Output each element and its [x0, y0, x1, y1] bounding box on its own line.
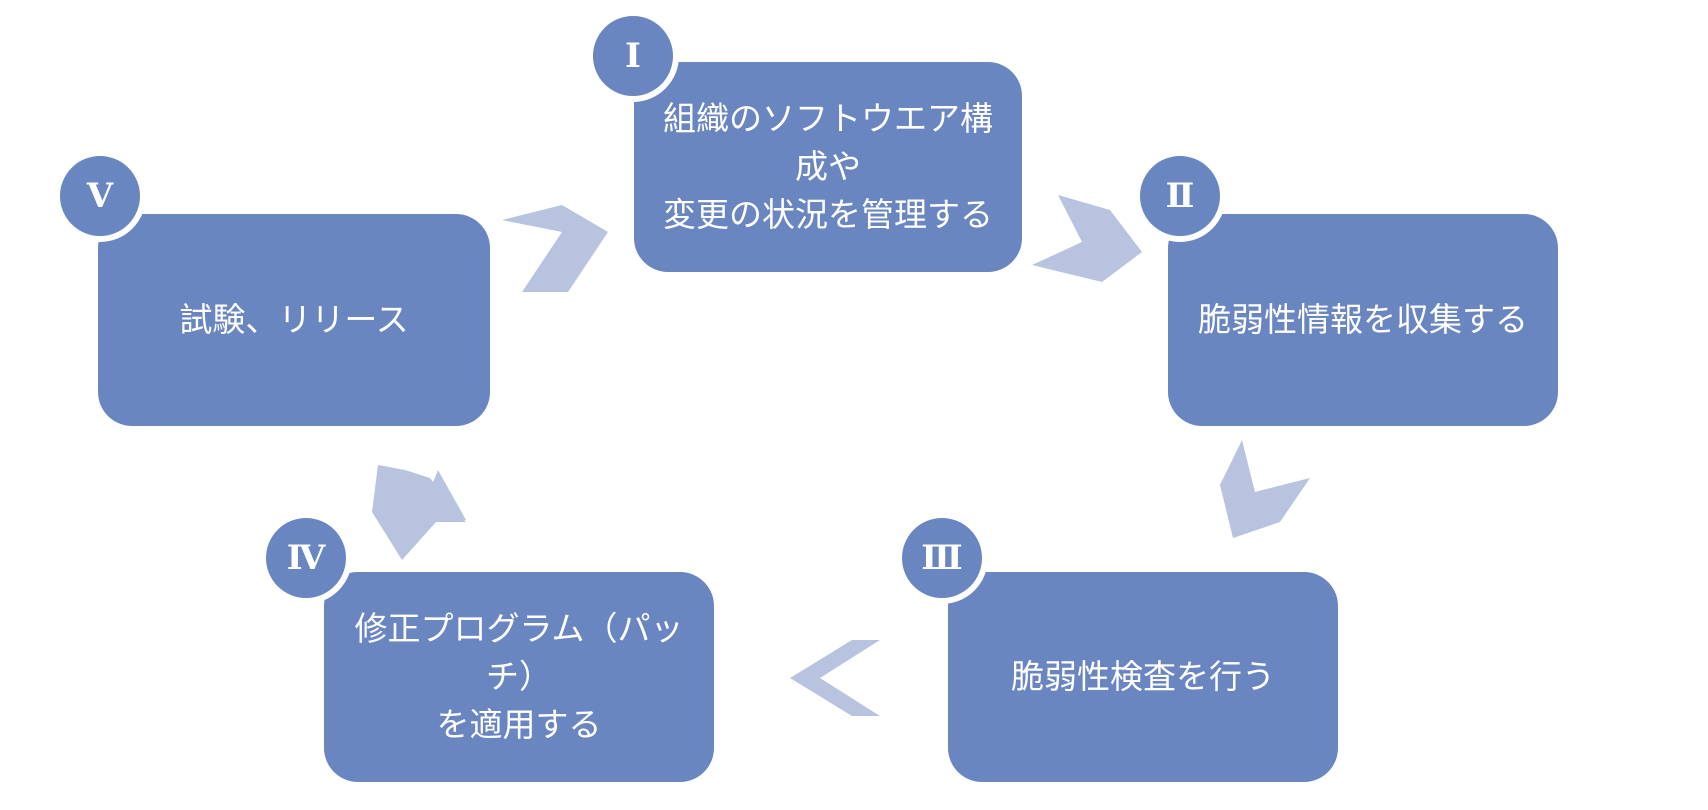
step-label-1: 組織のソフトウエア構成や 変更の状況を管理する [648, 95, 1008, 239]
step-label-5: 試験、リリース [179, 296, 408, 344]
step-box-2: 脆弱性情報を収集する [1168, 214, 1558, 426]
arrow-1-to-2 [1032, 195, 1142, 282]
arrow-2-to-3 [1220, 440, 1310, 538]
step-5-line-1: 試験、リリース [179, 300, 409, 340]
step-label-3: 脆弱性検査を行う [1011, 653, 1275, 701]
step-3-line-1: 脆弱性検査を行う [1011, 657, 1275, 697]
step-4-line-1: 修正プログラム（パッチ） [354, 609, 684, 697]
step-label-2: 脆弱性情報を収集する [1198, 296, 1528, 344]
arrow-3-to-4 [790, 640, 880, 716]
step-1-line-2: 変更の状況を管理する [663, 194, 993, 234]
arrow-4-to-5-head [372, 465, 466, 560]
step-4-line-2: を適用する [436, 704, 602, 744]
step-1-line-1: 組織のソフトウエア構成や [663, 99, 993, 187]
step-badge-3: Ⅲ [896, 512, 988, 604]
step-badge-4: Ⅳ [260, 512, 352, 604]
step-badge-5: Ⅴ [54, 150, 146, 242]
step-box-3: 脆弱性検査を行う [948, 572, 1338, 782]
step-2-line-1: 脆弱性情報を収集する [1198, 300, 1528, 340]
step-label-4: 修正プログラム（パッチ） を適用する [338, 605, 700, 749]
step-box-4: 修正プログラム（パッチ） を適用する [324, 572, 714, 782]
arrow-5-to-1 [502, 205, 608, 292]
step-badge-1: Ⅰ [587, 10, 679, 102]
step-badge-2: Ⅱ [1134, 150, 1226, 242]
step-box-5: 試験、リリース [98, 214, 490, 426]
step-box-1: 組織のソフトウエア構成や 変更の状況を管理する [634, 62, 1022, 272]
